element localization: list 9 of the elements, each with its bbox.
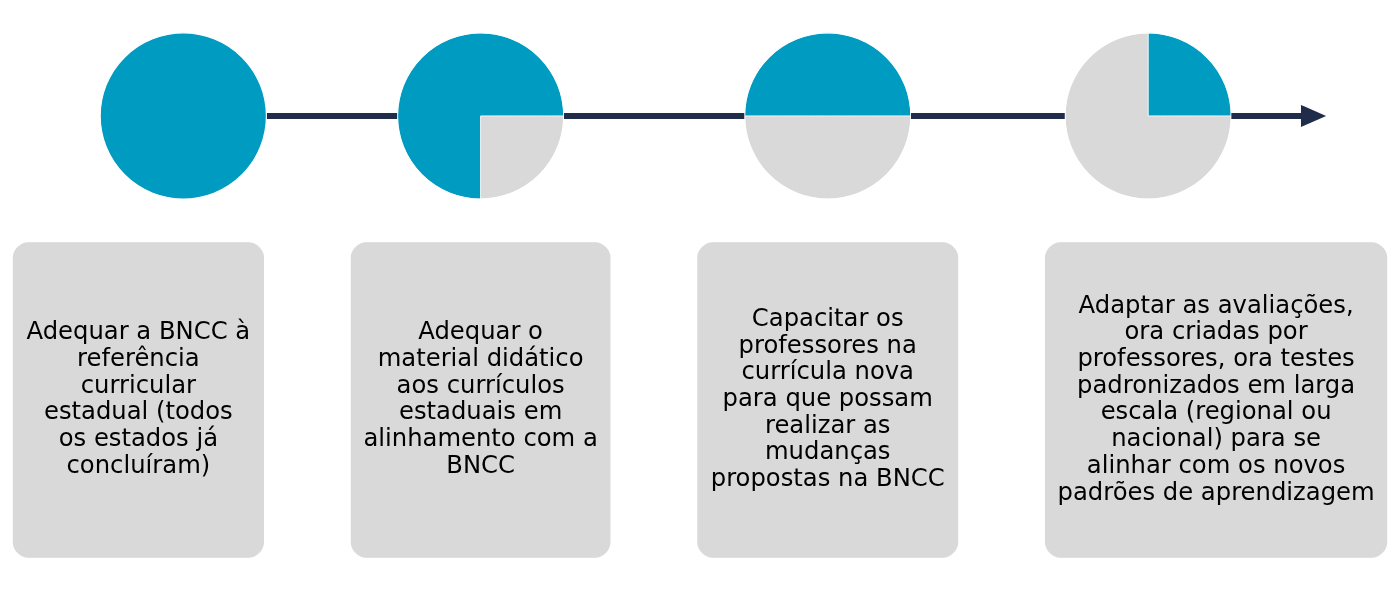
node-box: Adequar a BNCC à referência curricular estadual (todos os estados já concluíram) xyxy=(12,241,264,558)
node-box: Adequar o material didático aos currículos estaduais em alinhamento com a BNCC xyxy=(350,241,611,558)
connector xyxy=(266,112,398,119)
node-box: Capacitar os professores na currícula nova para que possam realizar as mudanças propostas na BNCC xyxy=(697,241,959,558)
node-box: Adaptar as avaliações, ora criadas por professores, ora testes padronizados em larga escala (regional ou nacional) para se alinhar com os novos padrões de aprendizagem xyxy=(1044,241,1388,558)
connector xyxy=(910,112,1065,119)
node-circle xyxy=(99,31,268,200)
connector xyxy=(564,112,745,119)
arrow xyxy=(1231,104,1327,127)
